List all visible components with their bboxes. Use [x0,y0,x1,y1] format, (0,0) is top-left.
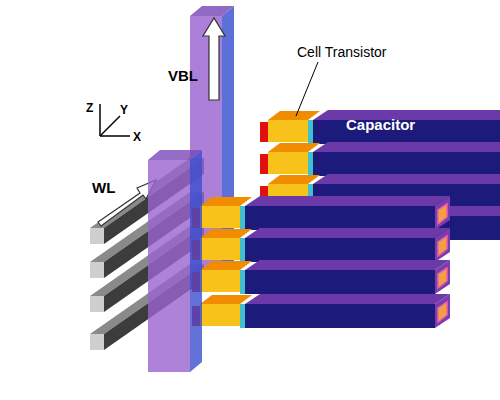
vbl-label: VBL [168,68,198,84]
memory-cell [192,294,450,328]
callout-label: Cell Transistor [297,44,386,60]
wl-label: WL [92,180,115,196]
axis-label: Y [120,102,128,118]
part-label: Capacitor [346,117,415,133]
axis-label: X [133,129,141,145]
vbl-pillar [148,150,202,372]
memory-cell [260,142,500,176]
memory-cell [192,196,450,230]
memory-cell [192,228,450,262]
memory-cell [192,260,450,294]
vbl-arrow [203,18,225,100]
axis-label: Z [86,100,93,116]
leader-line [296,62,318,116]
